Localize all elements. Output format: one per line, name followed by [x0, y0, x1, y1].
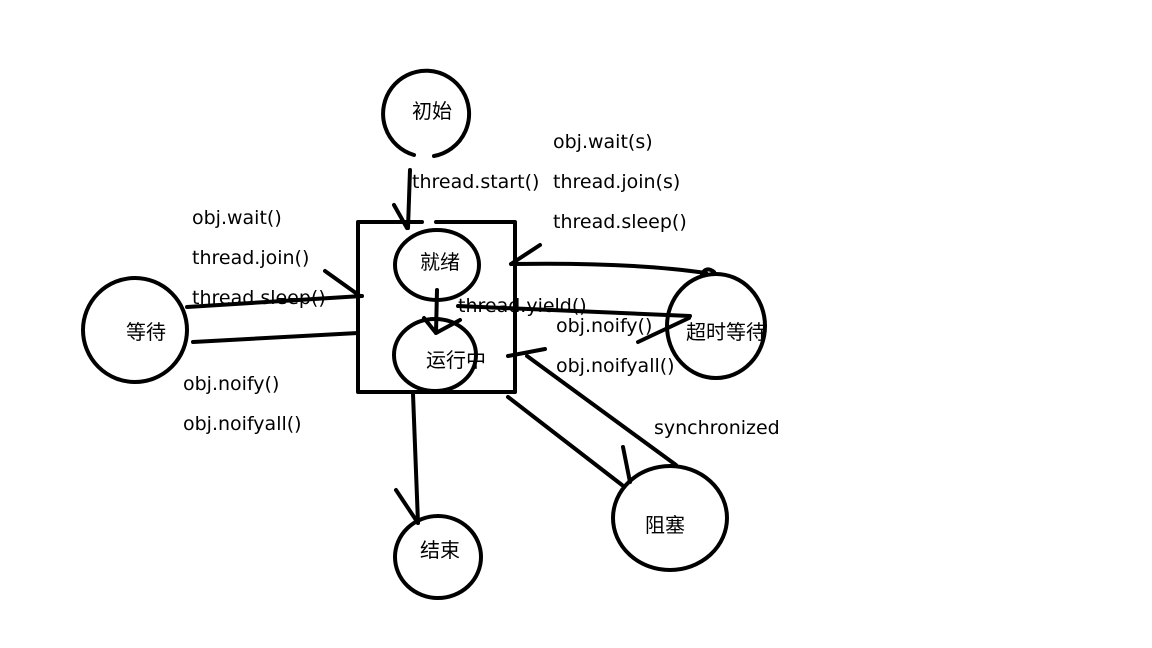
- state-terminated-circle: [393, 514, 483, 600]
- waiting-in-label-3: thread.sleep(): [192, 287, 326, 309]
- waiting-out-arrow: [191, 331, 360, 344]
- blocked-label: synchronized: [654, 417, 780, 439]
- state-timed-waiting-circle: [665, 272, 767, 380]
- state-timed-waiting-label: 超时等待: [686, 320, 766, 344]
- state-initial-circle: [381, 68, 472, 158]
- state-initial-label: 初始: [412, 99, 452, 123]
- state-blocked-label: 阻塞: [645, 513, 685, 537]
- running-to-blocked-arrow: [525, 354, 678, 484]
- timed-out-label-2: obj.noifyall(): [556, 355, 675, 377]
- timed-out-label-1: obj.noify(): [556, 315, 652, 337]
- timed-in-label-3: thread.sleep(): [553, 211, 687, 233]
- state-ready-label: 就绪: [420, 250, 460, 274]
- state-running-label: 运行中: [426, 348, 486, 372]
- start-label: thread.start(): [412, 171, 539, 193]
- waiting-in-label-2: thread.join(): [192, 247, 309, 269]
- timed-in-label-1: obj.wait(s): [553, 131, 653, 153]
- state-terminated-label: 结束: [420, 538, 460, 562]
- timed-in-label-2: thread.join(s): [553, 171, 680, 193]
- state-waiting-label: 等待: [126, 320, 166, 344]
- running-to-timed-arrow: [456, 304, 692, 344]
- yield-arrow: [422, 288, 462, 335]
- timed-to-running-arrow: [506, 347, 547, 358]
- waiting-out-label-1: obj.noify(): [183, 373, 279, 395]
- blocked-to-running-line: [506, 395, 624, 487]
- timed-to-ready-arrow: [509, 243, 708, 275]
- waiting-in-label-1: obj.wait(): [192, 207, 282, 229]
- waiting-out-label-2: obj.noifyall(): [183, 413, 302, 435]
- state-waiting-circle: [81, 276, 189, 384]
- waiting-in-arrow: [185, 269, 364, 309]
- terminate-arrow: [394, 392, 420, 525]
- state-blocked-circle: [611, 464, 729, 572]
- start-arrow: [392, 168, 412, 230]
